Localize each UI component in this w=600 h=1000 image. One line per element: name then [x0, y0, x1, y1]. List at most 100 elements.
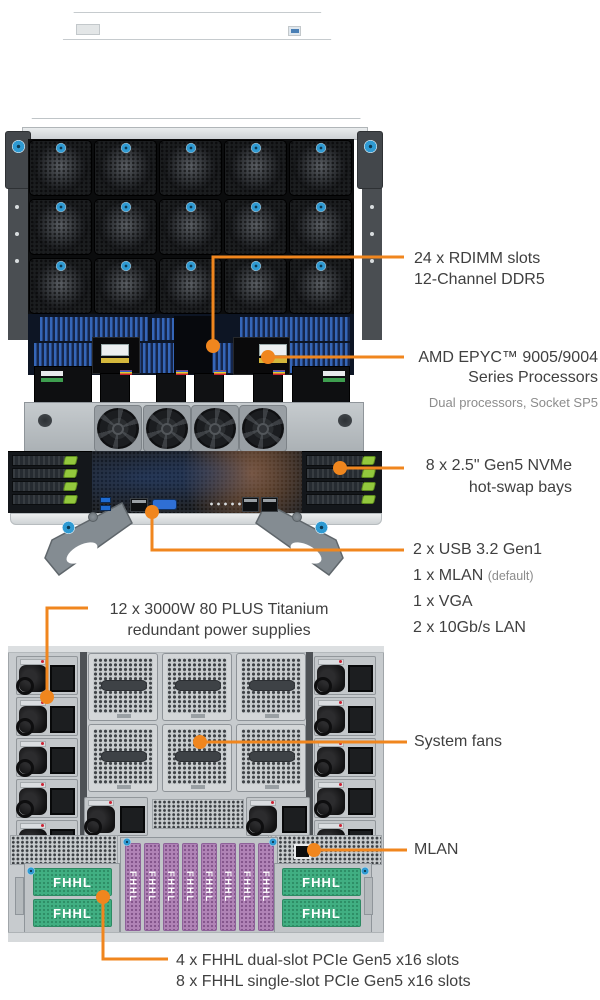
- rear-bottom-rail: [8, 932, 384, 942]
- blue-thumbscrew: [250, 202, 261, 212]
- front-fan-module: [29, 258, 92, 314]
- blue-thumbscrew: [55, 202, 66, 212]
- blue-thumbscrew: [12, 140, 25, 153]
- blue-thumbscrew: [315, 261, 326, 271]
- mlan-port: [130, 498, 148, 512]
- psu-module: [84, 797, 148, 836]
- psu-module: [314, 697, 376, 736]
- callout-dot-cpu: [261, 350, 275, 364]
- blue-thumbscrew: [250, 261, 261, 271]
- callout-label-system-fans: System fans: [414, 733, 503, 750]
- front-fan-module: [29, 199, 92, 255]
- front-fan-module: [159, 140, 222, 196]
- pcie-card-dual-slot: FHHL: [33, 868, 112, 896]
- pcie-card-dual-slot: FHHL: [282, 868, 361, 896]
- psu-module: [16, 779, 78, 818]
- pcie-card-dual-slot: FHHL: [33, 899, 112, 927]
- lid-label: [288, 26, 301, 36]
- vent-grille: [152, 799, 244, 829]
- blue-thumbscrew: [55, 143, 66, 153]
- lid-seam: [28, 118, 364, 119]
- blue-thumbscrew: [269, 838, 277, 846]
- blue-thumbscrew: [315, 143, 326, 153]
- front-fan-module: [224, 199, 287, 255]
- blue-thumbscrew: [120, 261, 131, 271]
- round-fan: [239, 405, 287, 452]
- lan-port: [261, 497, 278, 512]
- left-handle-hole: [66, 542, 98, 564]
- callout-label-psu: 12 x 3000W 80 PLUS Titanium redundant po…: [109, 601, 329, 639]
- blue-thumbscrew: [55, 261, 66, 271]
- system-fan-module: [162, 653, 232, 721]
- blue-thumbscrew: [120, 202, 131, 212]
- left-side-wall: [8, 188, 28, 340]
- shelf-hole: [338, 414, 352, 427]
- callout-dot-front-io: [145, 505, 159, 519]
- blue-thumbscrew: [185, 202, 196, 212]
- callout-dot-nvme: [333, 461, 347, 475]
- front-fan-module: [94, 258, 157, 314]
- rear-top-rail: [8, 646, 384, 653]
- pcie-card-single-slot: FHHL: [182, 843, 198, 931]
- round-fan: [94, 405, 142, 452]
- led-cluster: [208, 500, 242, 508]
- callout-line-pcie: [101, 897, 168, 961]
- pcie-card-dual-slot: FHHL: [282, 899, 361, 927]
- blue-thumbscrew: [361, 867, 369, 875]
- vga-port: [152, 499, 177, 510]
- grey-knob: [88, 512, 98, 522]
- front-view: [5, 12, 383, 577]
- callout-label-rdimm: 24 x RDIMM slots 12-Channel DDR5: [414, 250, 545, 288]
- blue-thumbscrew: [62, 521, 75, 534]
- pcie-card-single-slot: FHHL: [201, 843, 217, 931]
- blue-thumbscrew: [185, 261, 196, 271]
- system-fan-module: [88, 724, 158, 792]
- callout-label-front-io: 2 x USB 3.2 Gen1 1 x MLAN (default) 1 x …: [413, 541, 542, 636]
- front-fan-module: [94, 140, 157, 196]
- callout-label-nvme: 8 x 2.5" Gen5 NVMe hot-swap bays: [425, 457, 572, 496]
- divider: [306, 652, 313, 935]
- rear-view: FHHL FHHL FHHL FHHL FHHL FHHL FHHL FHHL …: [0, 640, 600, 950]
- divider: [80, 652, 87, 935]
- internal-fan-unit: [34, 366, 92, 408]
- front-fan-module: [159, 199, 222, 255]
- usb-port: [100, 497, 111, 503]
- psu-module: [314, 656, 376, 695]
- cpu-heatsink: [92, 337, 140, 374]
- callout-dot-pcie: [96, 890, 110, 904]
- callout-label-pcie: 4 x FHHL dual-slot PCIe Gen5 x16 slots 8…: [176, 952, 471, 990]
- system-fan-module: [162, 724, 232, 792]
- lid-seam: [28, 39, 364, 40]
- pcie-card-single-slot: FHHL: [239, 843, 255, 931]
- blue-thumbscrew: [123, 838, 131, 846]
- shelf-hole: [38, 414, 52, 427]
- right-handle: [255, 501, 344, 577]
- round-fan: [191, 405, 239, 452]
- psu-module: [314, 779, 376, 818]
- lan-port: [242, 497, 259, 512]
- callout-label-cpu: AMD EPYC™ 9005/9004 Series Processors Du…: [418, 349, 598, 410]
- cage-handle: [364, 877, 373, 915]
- pcie-card-single-slot: FHHL: [163, 843, 179, 931]
- usb-port: [100, 505, 111, 511]
- system-fan-module: [88, 653, 158, 721]
- blue-thumbscrew: [120, 143, 131, 153]
- pcie-card-single-slot: FHHL: [258, 843, 274, 931]
- round-fan: [143, 405, 191, 452]
- pcie-card-single-slot: FHHL: [125, 843, 141, 931]
- system-fan-module: [236, 653, 306, 721]
- left-handle: [44, 501, 133, 577]
- vent-grille: [10, 835, 118, 865]
- blue-thumbscrew: [27, 867, 35, 875]
- pcie-card-single-slot: FHHL: [220, 843, 236, 931]
- callout-dot-psu: [40, 690, 54, 704]
- front-fan-module: [289, 258, 352, 314]
- front-fan-module: [289, 140, 352, 196]
- rack-handles: [44, 501, 344, 577]
- cage-handle: [15, 877, 24, 915]
- blue-thumbscrew: [315, 521, 328, 534]
- callout-line-psu: [45, 606, 88, 697]
- blue-thumbscrew: [315, 202, 326, 212]
